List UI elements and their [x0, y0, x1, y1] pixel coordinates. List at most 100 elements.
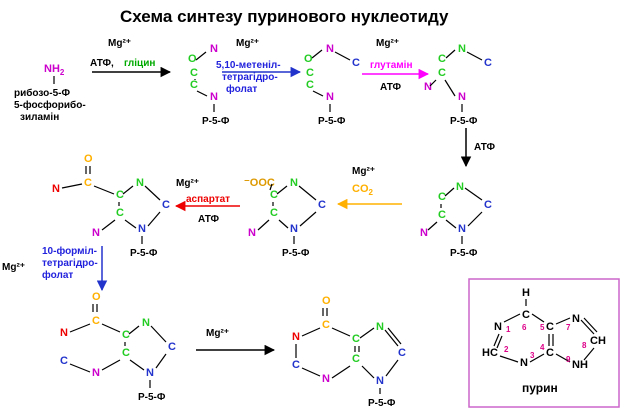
- nh2-group: NH2: [44, 63, 65, 77]
- atom-p5f: P-5-Ф: [138, 392, 166, 403]
- atom-p5f: P-5-Ф: [202, 116, 230, 127]
- atom-n: N: [326, 43, 334, 55]
- atom-c: C: [270, 189, 278, 201]
- purine-n7: N: [572, 313, 580, 325]
- atom-o: O: [188, 53, 197, 65]
- compound-carboxyaminoimidazole-ribotide: ⁻OOC N C C C N N P-5-Ф: [244, 177, 326, 259]
- atom-ooc: ⁻OOC: [244, 177, 275, 189]
- step-7-reagent-2: тетрагідро-: [42, 258, 98, 269]
- purine-c4: C: [546, 347, 554, 359]
- atom-n: N: [52, 183, 60, 195]
- step-1-cofactor: Mg²⁺: [108, 38, 131, 49]
- atom-p5f: P-5-Ф: [450, 116, 478, 127]
- atom-c: C: [190, 67, 198, 79]
- purine-n1: N: [494, 321, 502, 333]
- atom-n: N: [290, 177, 298, 189]
- atom-c: C: [92, 315, 100, 327]
- compound-faicar: O C N C N N C C C N P-5-Ф: [60, 291, 176, 403]
- atom-p5f: P-5-Ф: [130, 248, 158, 259]
- atom-c: C: [122, 329, 130, 341]
- atom-n: N: [142, 317, 150, 329]
- atom-p5f: P-5-Ф: [318, 116, 346, 127]
- atom-c: C: [270, 207, 278, 219]
- step-4-ring-closure: АТФ: [460, 128, 495, 168]
- step-4-atp: АТФ: [474, 142, 495, 153]
- atom-p5f: P-5-Ф: [282, 248, 310, 259]
- atom-c: C: [438, 67, 446, 79]
- atom-c: C: [116, 207, 124, 219]
- purine-nh9: NH: [572, 359, 588, 371]
- purine-num-2: 2: [504, 345, 509, 354]
- atom-c: C: [318, 199, 326, 211]
- atom-o: O: [84, 153, 93, 165]
- step-3-reagent: глутамін: [370, 60, 413, 71]
- atom-n: N: [136, 177, 144, 189]
- atom-n: N: [292, 331, 300, 343]
- atom-c: C: [352, 353, 360, 365]
- step-3-atp: АТФ: [380, 82, 401, 93]
- atom-c: C: [438, 191, 446, 203]
- atom-c: C: [60, 355, 68, 367]
- atom-n: N: [210, 43, 218, 55]
- purine-ch8: CH: [590, 335, 606, 347]
- compound-formylglycinamide-ribotide: N C O C C N P-5-Ф: [304, 43, 360, 127]
- atom-c: C: [168, 341, 176, 353]
- atom-c: C: [484, 199, 492, 211]
- step-7-formyl-thf: Mg²⁺ 10-форміл- тетрагідро- фолат: [2, 245, 108, 292]
- step-5-cofactor: Mg²⁺: [352, 166, 375, 177]
- purine-hc2: HC: [482, 347, 498, 359]
- compound-aicar: O C N N C C C N N P-5-Ф: [52, 153, 170, 259]
- purine-reference-box: H C N HC N C C N CH NH 1 2 3 4 5 6 7 8 9…: [468, 278, 620, 408]
- step-8-cyclization: Mg²⁺: [196, 328, 276, 356]
- step-2-reagent-3: фолат: [226, 83, 257, 95]
- compound-glycinamide-ribotide: N O C C N P-5-Ф: [188, 43, 230, 127]
- step-7-cofactor: Mg²⁺: [2, 262, 25, 273]
- step-1-glycine: Mg²⁺ АТФ, гліцин: [90, 38, 172, 78]
- atom-n: N: [146, 367, 154, 379]
- atom-n: N: [60, 327, 68, 339]
- step-5-reagent: CO2: [352, 183, 374, 197]
- step-3-glutamine: Mg²⁺ глутамін АТФ: [362, 38, 430, 93]
- step-8-cofactor: Mg²⁺: [206, 328, 229, 339]
- atom-n: N: [458, 43, 466, 55]
- step-6-reagent: аспартат: [186, 194, 230, 205]
- step-2-reagent-2: тетрагідро-: [222, 72, 278, 83]
- atom-o: O: [322, 295, 331, 307]
- atom-c: C: [84, 177, 92, 189]
- purine-n3: N: [520, 357, 528, 369]
- atom-n: N: [290, 223, 298, 235]
- atom-c: C: [306, 79, 314, 91]
- atom-p5f: P-5-Ф: [368, 398, 396, 409]
- atom-n: N: [248, 227, 256, 239]
- purine-num-8: 8: [582, 341, 587, 350]
- atom-o: O: [92, 291, 101, 303]
- atom-c: C: [116, 189, 124, 201]
- atom-n: N: [424, 81, 432, 93]
- start-name-line2: 5-фосфорибо-: [14, 99, 86, 111]
- step-2-cofactor: Mg²⁺: [236, 38, 259, 49]
- atom-n: N: [210, 91, 218, 103]
- atom-c: C: [438, 53, 446, 65]
- atom-n: N: [456, 181, 464, 193]
- atom-n: N: [376, 321, 384, 333]
- atom-c: C: [398, 347, 406, 359]
- atom-c: C: [162, 199, 170, 211]
- atom-n: N: [322, 373, 330, 385]
- atom-c: C: [322, 319, 330, 331]
- purine-num-4: 4: [540, 343, 545, 352]
- purine-num-9: 9: [566, 355, 571, 364]
- compound-aminoimidazole-ribotide: N C C C N N P-5-Ф: [420, 181, 492, 259]
- purine-num-1: 1: [506, 325, 511, 334]
- atom-c: C: [352, 57, 360, 69]
- purine-num-3: 3: [530, 351, 535, 360]
- step-2-methenyl-thf: Mg²⁺ 5,10-метеніл- тетрагідро- фолат: [216, 38, 302, 95]
- atom-n: N: [138, 223, 146, 235]
- step-2-reagent-1: 5,10-метеніл-: [216, 60, 281, 71]
- step-7-reagent-3: фолат: [42, 269, 73, 281]
- atom-n: N: [326, 91, 334, 103]
- step-3-cofactor: Mg²⁺: [376, 38, 399, 49]
- compound-imp: O C N C N N C C C N P-5-Ф: [292, 295, 406, 409]
- atom-n: N: [92, 227, 100, 239]
- purine-label: пурин: [522, 381, 558, 395]
